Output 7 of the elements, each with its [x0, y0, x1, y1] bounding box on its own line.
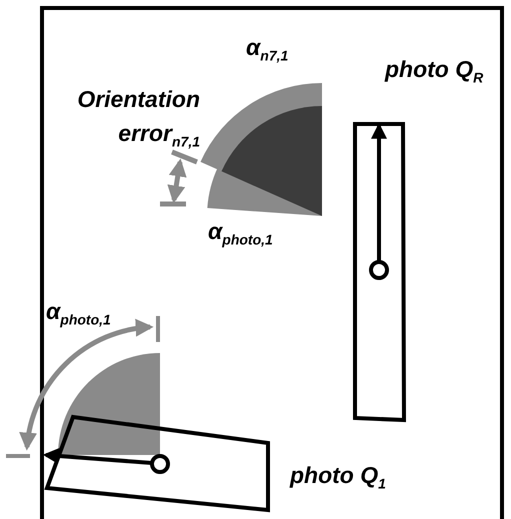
angle-label: α$_{n7,1}$: [246, 34, 288, 66]
photo-label: photo Q$_{R}$: [385, 56, 484, 88]
annotation-text: Orientation error$_{n7,1}$: [76, 85, 200, 152]
photo-label: photo Q$_{1}$: [290, 462, 386, 494]
angle-label: α$_{photo,1}$: [46, 298, 111, 330]
photo-frame: [42, 412, 273, 515]
angle-label: α$_{photo,1}$: [208, 218, 273, 250]
